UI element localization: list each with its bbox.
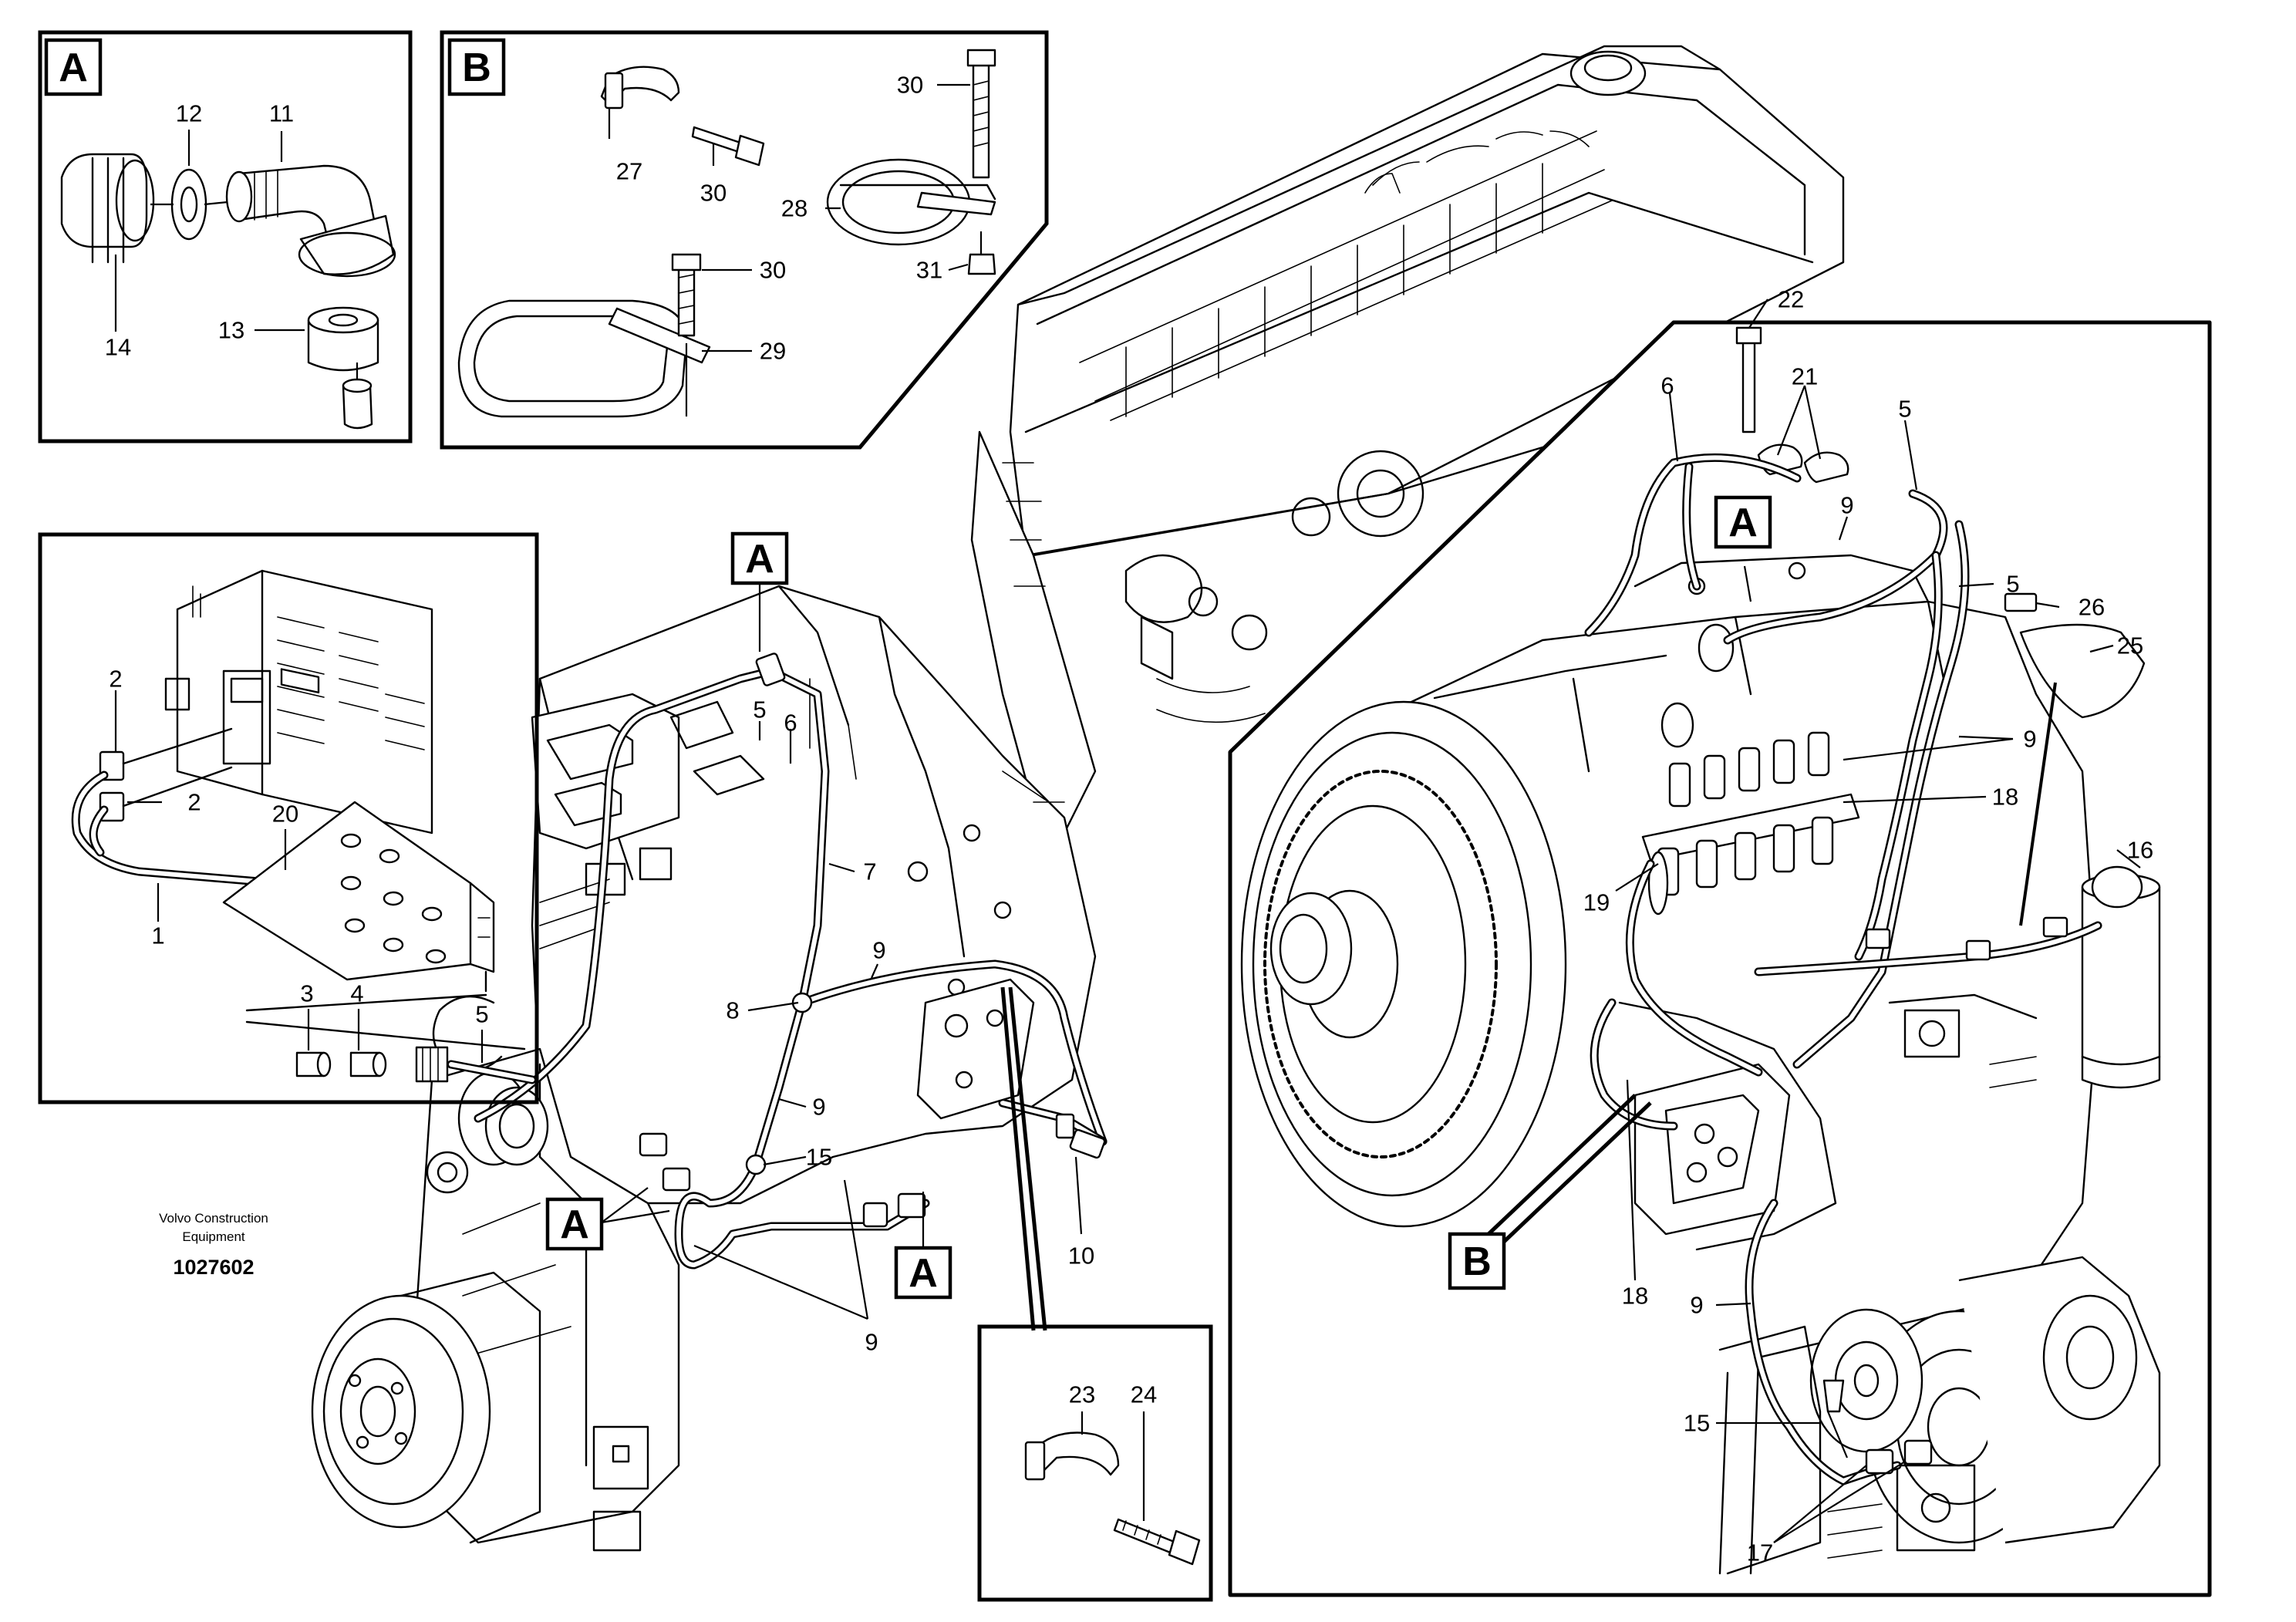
callout-12: 12 xyxy=(176,100,202,127)
callout-7: 7 xyxy=(863,858,876,885)
callout-4: 4 xyxy=(350,980,363,1007)
callout-leaders xyxy=(601,298,2141,1543)
callout-25: 25 xyxy=(2117,632,2143,659)
credit-line-2: Equipment xyxy=(182,1229,245,1244)
callout-31: 31 xyxy=(916,257,942,284)
callout-10: 10 xyxy=(1068,1243,1094,1270)
callout-9-mid: 9 xyxy=(812,1094,825,1121)
inset-clamp-23-24 xyxy=(977,1324,1213,1602)
callout-14: 14 xyxy=(105,334,131,361)
callout-9-bottom: 9 xyxy=(865,1329,878,1356)
callout-16: 16 xyxy=(2127,837,2153,864)
callout-18-detail-top: 18 xyxy=(1992,784,2018,811)
tag-a-detail: A xyxy=(1728,501,1758,545)
tag-a-main-left: A xyxy=(560,1202,589,1247)
callout-30-a: 30 xyxy=(897,72,923,99)
callout-3: 3 xyxy=(300,980,313,1007)
credit-line-1: Volvo Construction xyxy=(159,1211,268,1226)
document-number: 1027602 xyxy=(173,1256,254,1279)
main-wiring-harness xyxy=(474,653,1108,1270)
callout-5-detail-top: 5 xyxy=(1898,396,1911,423)
callout-21: 21 xyxy=(1792,363,1818,390)
callout-23: 23 xyxy=(1069,1381,1095,1408)
tag-boxes: A B A A A A B xyxy=(44,38,1772,1300)
detail-wiring-harness xyxy=(1584,453,2102,1485)
callout-1: 1 xyxy=(151,922,164,949)
callout-9-detail-mid: 9 xyxy=(2023,726,2036,753)
callout-6-main: 6 xyxy=(784,710,797,737)
callout-9-detail-bottom: 9 xyxy=(1690,1292,1703,1319)
callout-22: 22 xyxy=(1778,286,1804,313)
callout-5-main: 5 xyxy=(753,696,766,723)
tag-a-main-center: A xyxy=(909,1251,938,1296)
callout-30-b: 30 xyxy=(700,180,727,207)
callout-5-inset: 5 xyxy=(475,1001,488,1028)
inset-control-unit xyxy=(38,532,539,1104)
inset-a-fittings xyxy=(38,30,413,443)
callout-5-detail-right: 5 xyxy=(2006,571,2019,598)
callout-30-c: 30 xyxy=(760,257,786,284)
inset-b-clamps xyxy=(440,30,1049,450)
callout-15-detail: 15 xyxy=(1684,1410,1710,1437)
callout-17: 17 xyxy=(1747,1539,1773,1566)
callout-26: 26 xyxy=(2079,594,2105,621)
tag-b-detail: B xyxy=(1462,1239,1492,1284)
credit-block: Volvo Construction Equipment 1027602 xyxy=(159,1211,268,1279)
callout-24: 24 xyxy=(1131,1381,1157,1408)
callout-27: 27 xyxy=(616,158,642,185)
callout-11: 11 xyxy=(269,100,294,127)
callout-18-detail-bottom: 18 xyxy=(1622,1283,1648,1310)
callout-15-main: 15 xyxy=(806,1144,832,1171)
callout-8: 8 xyxy=(726,997,739,1024)
callout-29: 29 xyxy=(760,338,786,365)
tag-b-inset: B xyxy=(462,46,491,90)
callout-20: 20 xyxy=(272,801,298,828)
callout-6-detail: 6 xyxy=(1660,373,1674,400)
callout-28: 28 xyxy=(781,195,807,222)
callout-2-a: 2 xyxy=(109,666,122,693)
callout-2-b: 2 xyxy=(187,789,201,816)
callout-13: 13 xyxy=(218,317,244,344)
tag-a-main-top: A xyxy=(745,537,774,582)
engine-transmission-drawing xyxy=(311,45,1845,1552)
callout-9-detail-top: 9 xyxy=(1840,492,1853,519)
callout-19: 19 xyxy=(1583,889,1610,916)
callout-9-top: 9 xyxy=(872,937,885,964)
tag-a-inset: A xyxy=(59,46,88,90)
callout-numbers: 12 11 13 14 30 27 30 28 31 30 29 2 2 20 … xyxy=(105,72,2153,1566)
